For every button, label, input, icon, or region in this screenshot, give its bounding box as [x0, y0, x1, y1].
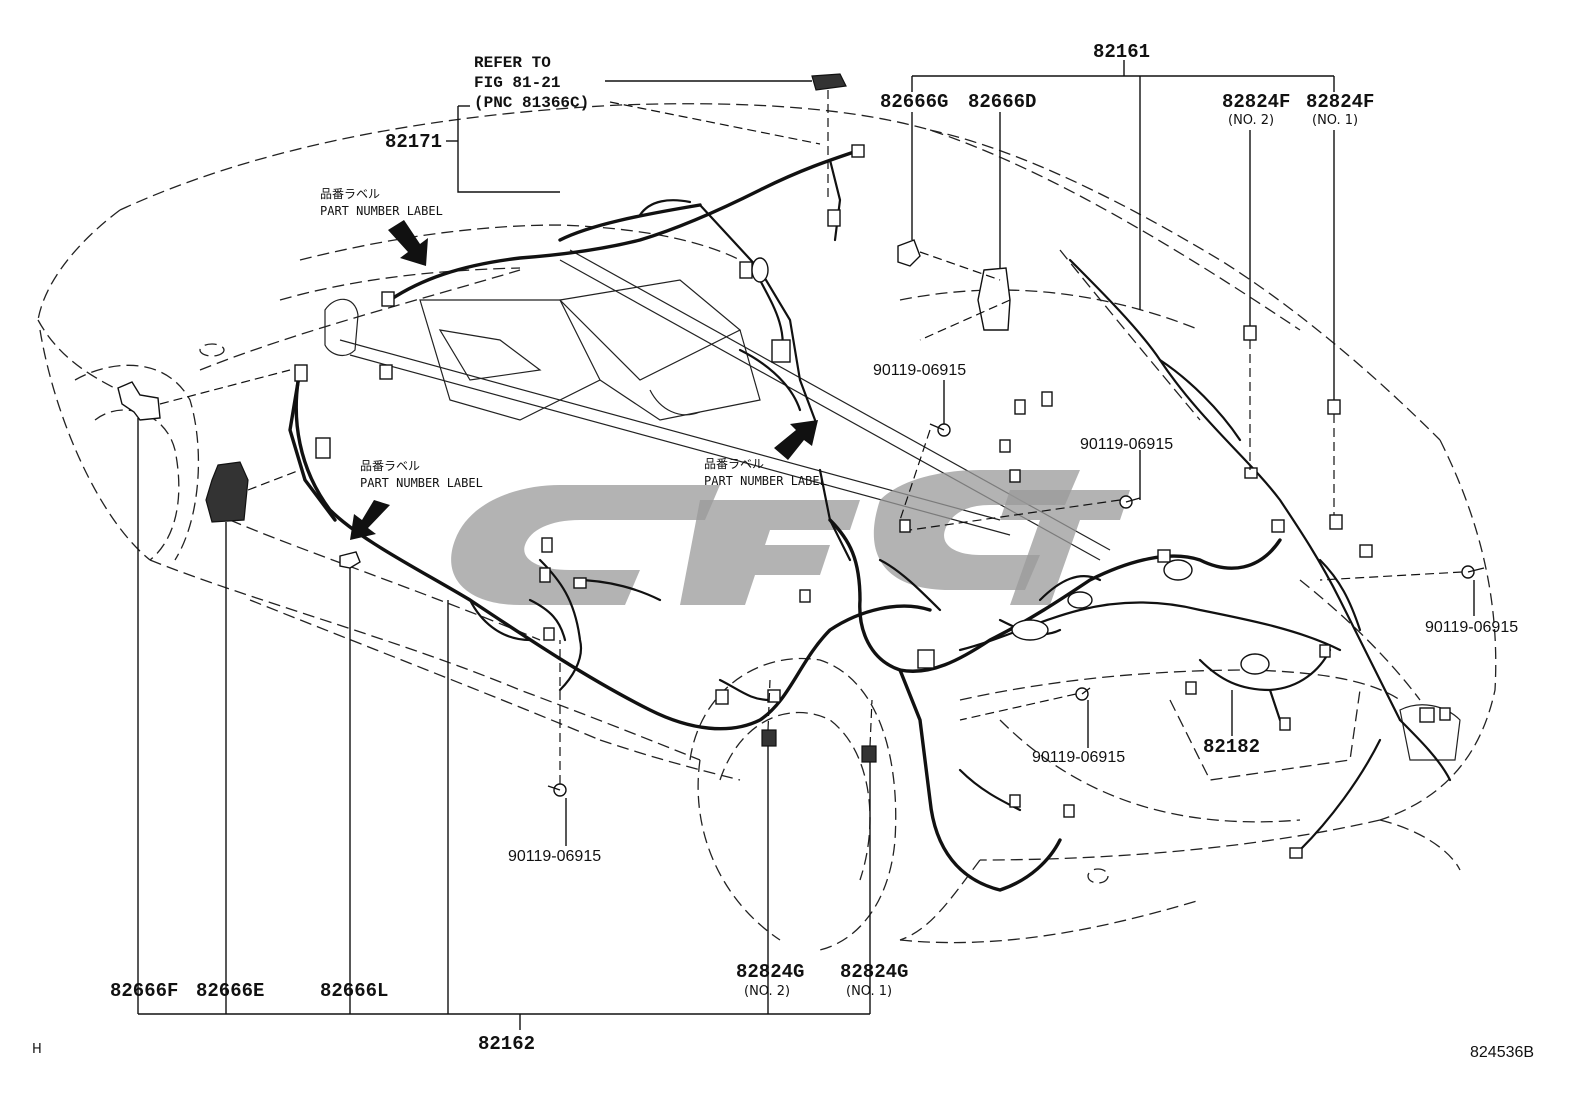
loose-parts — [117, 73, 1485, 797]
label-82666F: 82666F — [110, 980, 178, 1002]
bolt-icon-c — [1461, 565, 1485, 579]
watermark-logo — [451, 470, 1130, 605]
label-bolt-a: 90119-06915 — [873, 362, 966, 379]
part-number-label-arrows — [350, 220, 818, 540]
wire-harness-82162 — [288, 368, 932, 731]
part-number-label-jp-2: 品番ラベル — [360, 459, 420, 473]
leader-lines — [137, 60, 1475, 1030]
clip-82824F-no1-icon — [1327, 399, 1341, 415]
part-number-label-en-3: PART NUMBER LABEL — [704, 474, 827, 488]
figure-code: 824536B — [1470, 1044, 1534, 1061]
bracket-82666D-icon — [977, 267, 1011, 331]
label-82666L: 82666L — [320, 980, 388, 1002]
arrow-icon-3 — [774, 420, 818, 460]
refer-to-line2: FIG 81-21 — [474, 74, 560, 92]
label-no2-bottom: (NO. 2) — [744, 984, 790, 999]
label-82666G: 82666G — [880, 91, 948, 113]
arrow-icon-1 — [388, 220, 428, 266]
clip-82666L-icon — [339, 551, 361, 569]
refer-to-line3: (PNC 81366C) — [474, 94, 589, 112]
label-no1-bottom: (NO. 1) — [846, 984, 892, 999]
harness-connectors — [294, 144, 1451, 859]
label-82162: 82162 — [478, 1033, 535, 1055]
wire-harness-82171 — [388, 148, 862, 422]
label-no1-top: (NO. 1) — [1312, 113, 1358, 128]
label-bolt-e: 90119-06915 — [508, 848, 601, 865]
bolt-icon-e — [547, 783, 567, 797]
clip-82666G-icon — [897, 239, 921, 267]
refer-to-line1: REFER TO — [474, 54, 551, 72]
label-bolt-b: 90119-06915 — [1080, 436, 1173, 453]
corner-letter: H — [32, 1042, 42, 1057]
label-82182: 82182 — [1203, 736, 1260, 758]
clip-82824G-no2-icon — [761, 729, 777, 747]
bolt-icon-d — [1075, 687, 1091, 701]
label-bolt-d: 90119-06915 — [1032, 749, 1125, 766]
label-no2-top: (NO. 2) — [1228, 113, 1274, 128]
label-82824F-no1: 82824F — [1306, 91, 1374, 113]
label-82824G-no2: 82824G — [736, 961, 804, 983]
part-number-label-jp-1: 品番ラベル — [320, 187, 380, 201]
label-82824F-no2: 82824F — [1222, 91, 1290, 113]
bracket-82666E-icon — [205, 461, 249, 523]
clip-82824F-no2-icon — [1243, 325, 1257, 341]
part-number-label-en-2: PART NUMBER LABEL — [360, 476, 483, 490]
part-number-label-en-1: PART NUMBER LABEL — [320, 204, 443, 218]
label-82666E: 82666E — [196, 980, 264, 1002]
part-number-label-jp-3: 品番ラベル — [704, 457, 764, 471]
bracket-82666F-icon — [117, 381, 161, 421]
bolt-icon-a — [929, 423, 951, 437]
arrow-icon-2 — [350, 500, 390, 540]
relay-block-icon — [811, 73, 847, 91]
label-82171: 82171 — [385, 131, 442, 153]
bolt-icon-b — [1119, 495, 1141, 509]
label-bolt-c: 90119-06915 — [1425, 619, 1518, 636]
label-82824G-no1: 82824G — [840, 961, 908, 983]
callout-labels: 82161 82666G 82666D 82824F 82824F (NO. 2… — [32, 41, 1534, 1061]
wire-harness-82161 — [818, 258, 1452, 892]
car-body-outline — [37, 103, 1497, 951]
label-82161: 82161 — [1093, 41, 1150, 63]
label-82666D: 82666D — [968, 91, 1036, 113]
clip-82824G-no1-icon — [861, 745, 877, 763]
